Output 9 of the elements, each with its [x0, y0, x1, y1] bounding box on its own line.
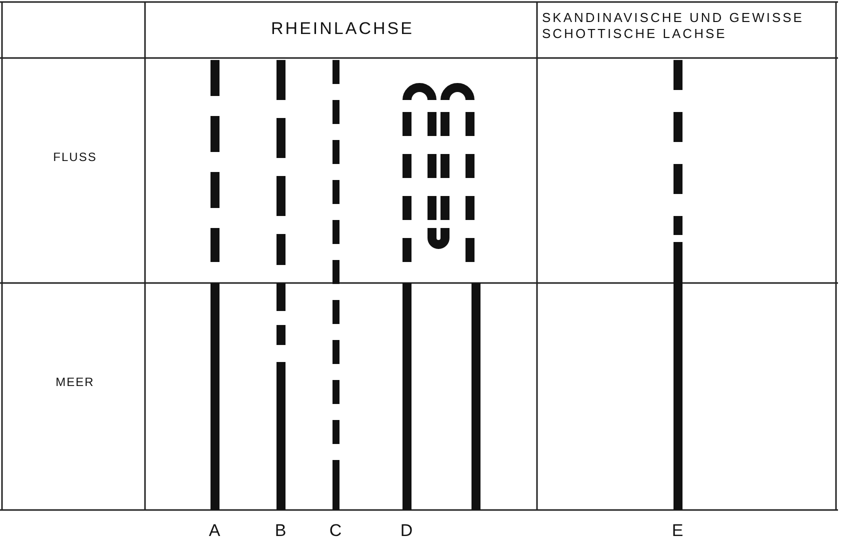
- column-letter: C: [328, 520, 344, 542]
- column-heading: SKANDINAVISCHE UND GEWISSE SCHOTTISCHE LACHSE: [542, 10, 805, 42]
- column-letter: D: [399, 520, 415, 542]
- row-label: FLUSS: [52, 150, 98, 165]
- column-letter: E: [670, 520, 686, 542]
- column-letter: B: [274, 520, 288, 542]
- column-heading: RHEINLACHSE: [270, 18, 415, 40]
- row-label: MEER: [54, 375, 96, 390]
- column-letter: A: [208, 520, 222, 542]
